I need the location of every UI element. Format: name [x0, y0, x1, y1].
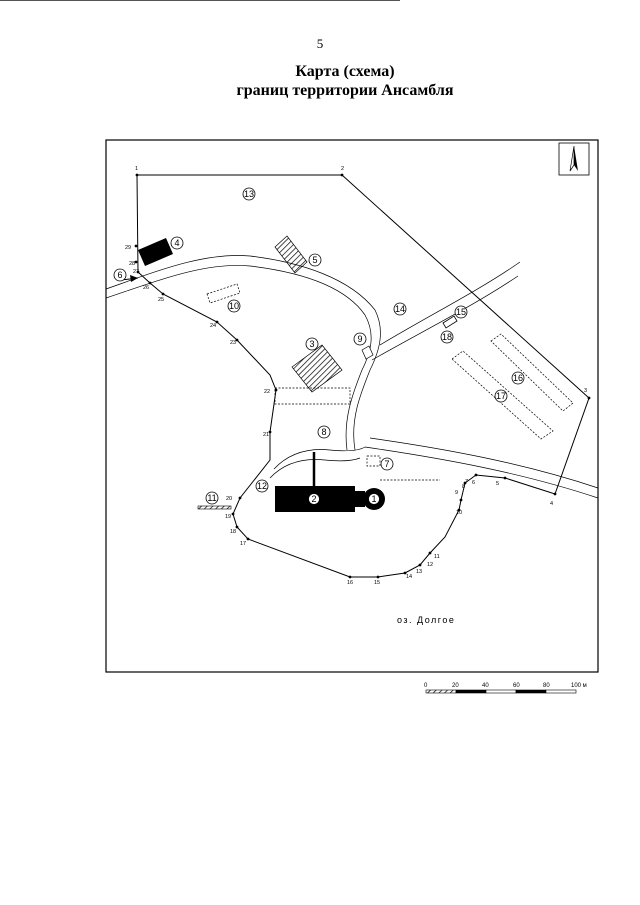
vertex-label-7: 7 — [465, 479, 468, 485]
object-marker-18: 18 — [440, 330, 454, 344]
vertex-label-26: 26 — [143, 285, 149, 291]
svg-text:16: 16 — [513, 373, 523, 383]
svg-text:14: 14 — [395, 304, 405, 314]
svg-text:9: 9 — [357, 334, 362, 344]
vertex-label-19: 19 — [225, 514, 231, 520]
vertex-label-21: 21 — [263, 432, 269, 438]
north-arrow-icon — [558, 142, 590, 176]
svg-text:5: 5 — [312, 255, 317, 265]
buildings — [138, 235, 458, 512]
scale-tick-100: 100 м — [571, 683, 587, 689]
vertex-label-18: 18 — [230, 529, 236, 535]
object-marker-11: 11 — [205, 491, 219, 505]
object-marker-5: 5 — [308, 253, 322, 267]
object-marker-14: 14 — [393, 302, 407, 316]
map-subtitle: границ территории Ансамбля — [236, 82, 454, 99]
structure-7-outline — [366, 455, 381, 467]
boundary-vertices — [134, 173, 591, 579]
vertex-label-2: 2 — [341, 166, 344, 172]
structure-10-outline — [206, 283, 241, 304]
building-5 — [274, 235, 308, 274]
vertex-label-5: 5 — [496, 481, 499, 487]
vertex-label-15: 15 — [374, 580, 380, 586]
svg-text:13: 13 — [244, 189, 254, 199]
vertex-label-8: 8 — [462, 484, 465, 490]
building-18 — [442, 315, 458, 329]
vertex-label-4: 4 — [550, 501, 553, 507]
vertex-label-12: 12 — [427, 562, 433, 568]
svg-text:1: 1 — [371, 494, 376, 504]
scale-bar: 0 20 40 60 80 100 м — [424, 683, 587, 694]
vertex-label-9: 9 — [455, 490, 458, 496]
vertex-label-16: 16 — [347, 580, 353, 586]
scale-tick-20: 20 — [452, 683, 459, 689]
fence-11 — [197, 505, 232, 510]
svg-text:6: 6 — [117, 270, 122, 280]
svg-text:8: 8 — [321, 427, 326, 437]
object-marker-12: 12 — [255, 479, 269, 493]
object-marker-15: 15 — [454, 305, 468, 319]
object-marker-13: 13 — [242, 187, 256, 201]
svg-text:2: 2 — [311, 494, 316, 504]
vertex-label-23: 23 — [230, 340, 236, 346]
vertex-label-14: 14 — [406, 574, 412, 580]
object-marker-8: 8 — [317, 425, 331, 439]
building-4 — [138, 238, 173, 266]
object-marker-3: 3 — [305, 337, 319, 351]
svg-text:11: 11 — [207, 493, 216, 503]
svg-text:7: 7 — [384, 459, 389, 469]
object-marker-4: 4 — [170, 236, 184, 250]
svg-text:17: 17 — [496, 391, 506, 401]
page-number: 5 — [316, 36, 324, 51]
vertex-label-24: 24 — [210, 323, 216, 329]
object-marker-7: 7 — [380, 457, 394, 471]
vertex-label-22: 22 — [264, 389, 270, 395]
top-rule — [0, 0, 400, 1]
vertex-label-28: 28 — [129, 261, 135, 267]
svg-text:4: 4 — [174, 238, 179, 248]
scale-tick-60: 60 — [513, 683, 520, 689]
svg-text:3: 3 — [309, 339, 314, 349]
vertex-label-17: 17 — [240, 541, 246, 547]
vertex-label-6: 6 — [472, 480, 475, 486]
vertex-label-3: 3 — [584, 388, 587, 394]
scale-tick-40: 40 — [482, 683, 489, 689]
svg-text:12: 12 — [257, 481, 267, 491]
building-3 — [291, 344, 343, 393]
svg-text:10: 10 — [229, 301, 239, 311]
vertex-label-11: 11 — [434, 554, 440, 560]
map-title: Карта (схема) — [295, 63, 395, 80]
vertex-label-10: 10 — [456, 510, 462, 516]
vertex-label-25: 25 — [158, 297, 164, 303]
structure-16-outline — [490, 333, 574, 412]
map-frame — [105, 139, 599, 673]
scale-tick-0: 0 — [424, 683, 428, 689]
object-marker-1: 1 — [368, 493, 380, 505]
vertex-label-20: 20 — [226, 496, 232, 502]
roads — [105, 255, 599, 499]
object-marker-9: 9 — [353, 332, 367, 346]
vertex-label-1: 1 — [135, 166, 138, 172]
vertex-label-27: 27 — [133, 269, 139, 275]
object-marker-10: 10 — [227, 299, 241, 313]
object-marker-6: 6 — [113, 268, 127, 282]
svg-text:18: 18 — [442, 332, 452, 342]
scale-tick-80: 80 — [543, 683, 550, 689]
object-marker-2: 2 — [308, 493, 320, 505]
vertex-label-29: 29 — [125, 245, 131, 251]
vertex-labels: 1 2 3 4 5 6 7 8 9 10 11 12 13 14 15 16 1… — [125, 166, 587, 586]
vertex-label-13: 13 — [416, 569, 422, 575]
object-markers: 1 2 3 4 5 6 7 8 9 10 11 12 13 14 15 16 1… — [113, 187, 525, 505]
lake-label: оз. Долгое — [397, 615, 455, 625]
object-marker-16: 16 — [511, 371, 525, 385]
structure-17-outline — [451, 350, 554, 440]
object-marker-17: 17 — [494, 389, 508, 403]
dashed-structures — [206, 283, 574, 481]
svg-text:15: 15 — [456, 307, 466, 317]
building-9 — [361, 345, 374, 360]
arrow-6-head — [130, 275, 138, 282]
